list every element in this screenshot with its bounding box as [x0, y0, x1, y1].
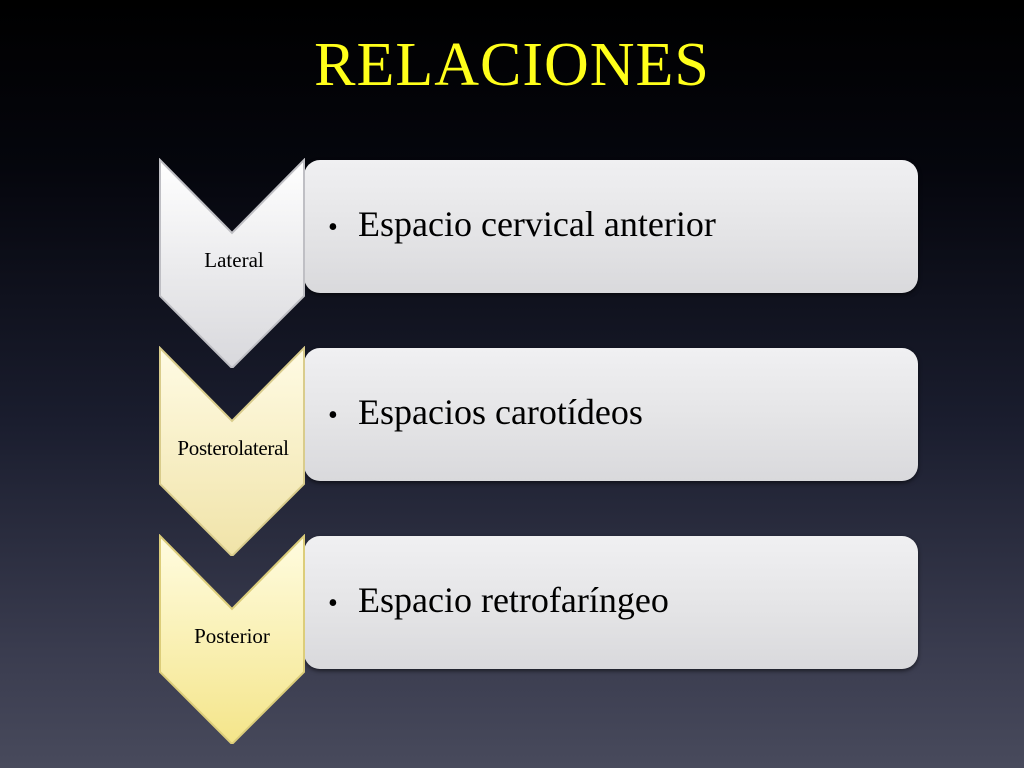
relation-row-lateral: • Espacio cervical anterior Lateral — [158, 158, 923, 368]
bullet-dot: • — [328, 212, 338, 243]
bullet-dot: • — [328, 588, 338, 619]
description-box: • Espacio retrofaríngeo — [304, 536, 918, 669]
chevron-label: Lateral — [204, 248, 264, 272]
bullet-text: Espacio cervical anterior — [358, 204, 716, 244]
relation-row-posterior: • Espacio retrofaríngeo Posterior — [158, 534, 923, 744]
relation-row-posterolateral: • Espacios carotídeos Posterolateral — [158, 346, 923, 556]
chevron-shape — [159, 534, 305, 744]
bullet-item: • Espacio cervical anterior — [328, 204, 716, 248]
bullet-item: • Espacio retrofaríngeo — [328, 580, 669, 624]
description-box: • Espacio cervical anterior — [304, 160, 918, 293]
bullet-text: Espacio retrofaríngeo — [358, 580, 669, 620]
description-box: • Espacios carotídeos — [304, 348, 918, 481]
chevron-label: Posterior — [194, 624, 270, 648]
bullet-item: • Espacios carotídeos — [328, 392, 643, 436]
bullet-text: Espacios carotídeos — [358, 392, 643, 432]
slide-title: RELACIONES — [314, 31, 710, 99]
bullet-dot: • — [328, 400, 338, 431]
chevron-shape — [159, 346, 305, 556]
chevron-shape — [159, 158, 305, 368]
chevron-label: Posterolateral — [177, 436, 289, 460]
